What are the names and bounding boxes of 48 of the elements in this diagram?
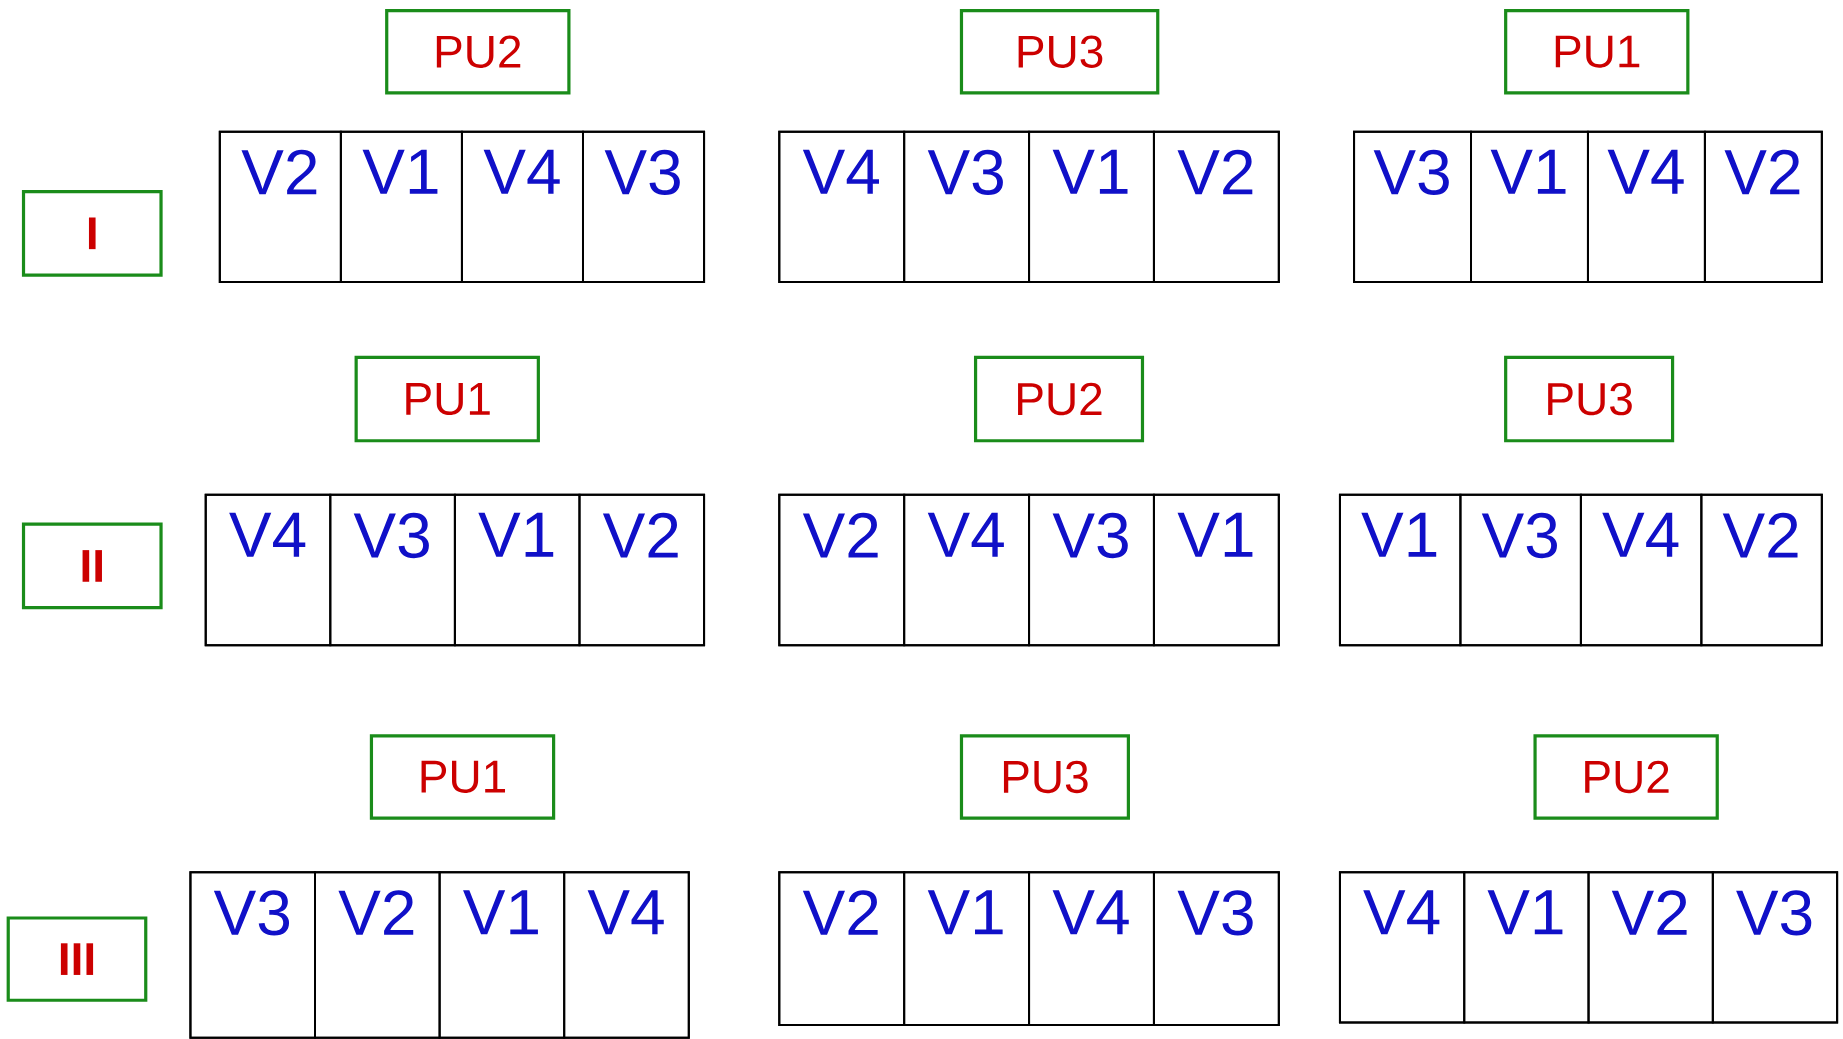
table-cell: V2	[1700, 493, 1823, 647]
table-cell: V3	[1711, 871, 1839, 1024]
table-cell: V4	[460, 130, 584, 284]
table-cell: V3	[903, 130, 1031, 284]
unit-box: PU1	[369, 734, 556, 820]
table-cell: V3	[582, 130, 706, 284]
unit-box: PU1	[1504, 9, 1690, 95]
table-cell: V1	[1470, 130, 1589, 284]
table-cell: V2	[1587, 871, 1714, 1024]
table-cell: V4	[563, 871, 690, 1039]
table-cell: V1	[339, 130, 463, 284]
row-label-box: II	[21, 522, 163, 610]
table-cell: V3	[1152, 871, 1280, 1026]
table-cell: V1	[1152, 493, 1280, 647]
table-cell: V2	[314, 871, 441, 1039]
unit-box: PU2	[1533, 734, 1719, 820]
table-cell: V2	[778, 871, 906, 1026]
unit-box: PU2	[385, 9, 571, 95]
table-cell: V4	[903, 493, 1031, 647]
table-cell: V3	[329, 493, 456, 647]
table-cell: V2	[1703, 130, 1823, 284]
table-cell: V3	[1459, 493, 1582, 647]
row-label-box: I	[21, 190, 163, 277]
table-cell: V2	[1152, 130, 1280, 284]
table-cell: V2	[578, 493, 706, 647]
table-cell: V3	[189, 871, 317, 1039]
table-cell: V3	[1353, 130, 1472, 284]
table-cell: V4	[1028, 871, 1155, 1026]
unit-box: PU3	[959, 9, 1160, 95]
table-cell: V2	[778, 493, 906, 647]
table-cell: V1	[1463, 871, 1590, 1024]
table-cell: V4	[204, 493, 332, 647]
unit-box: PU3	[1504, 355, 1675, 443]
table-cell: V2	[218, 130, 342, 284]
unit-box: PU1	[354, 355, 540, 443]
table-cell: V1	[903, 871, 1031, 1026]
table-cell: V1	[1338, 493, 1462, 647]
unit-box: PU3	[959, 734, 1130, 820]
table-cell: V1	[453, 493, 581, 647]
table-cell: V1	[438, 871, 566, 1039]
unit-box: PU2	[974, 355, 1145, 443]
table-cell: V3	[1028, 493, 1155, 647]
table-cell: V4	[778, 130, 906, 284]
table-cell: V4	[1586, 130, 1706, 284]
table-cell: V4	[1579, 493, 1703, 647]
row-label-box: III	[6, 916, 148, 1002]
table-cell: V1	[1028, 130, 1155, 284]
table-cell: V4	[1338, 871, 1466, 1024]
